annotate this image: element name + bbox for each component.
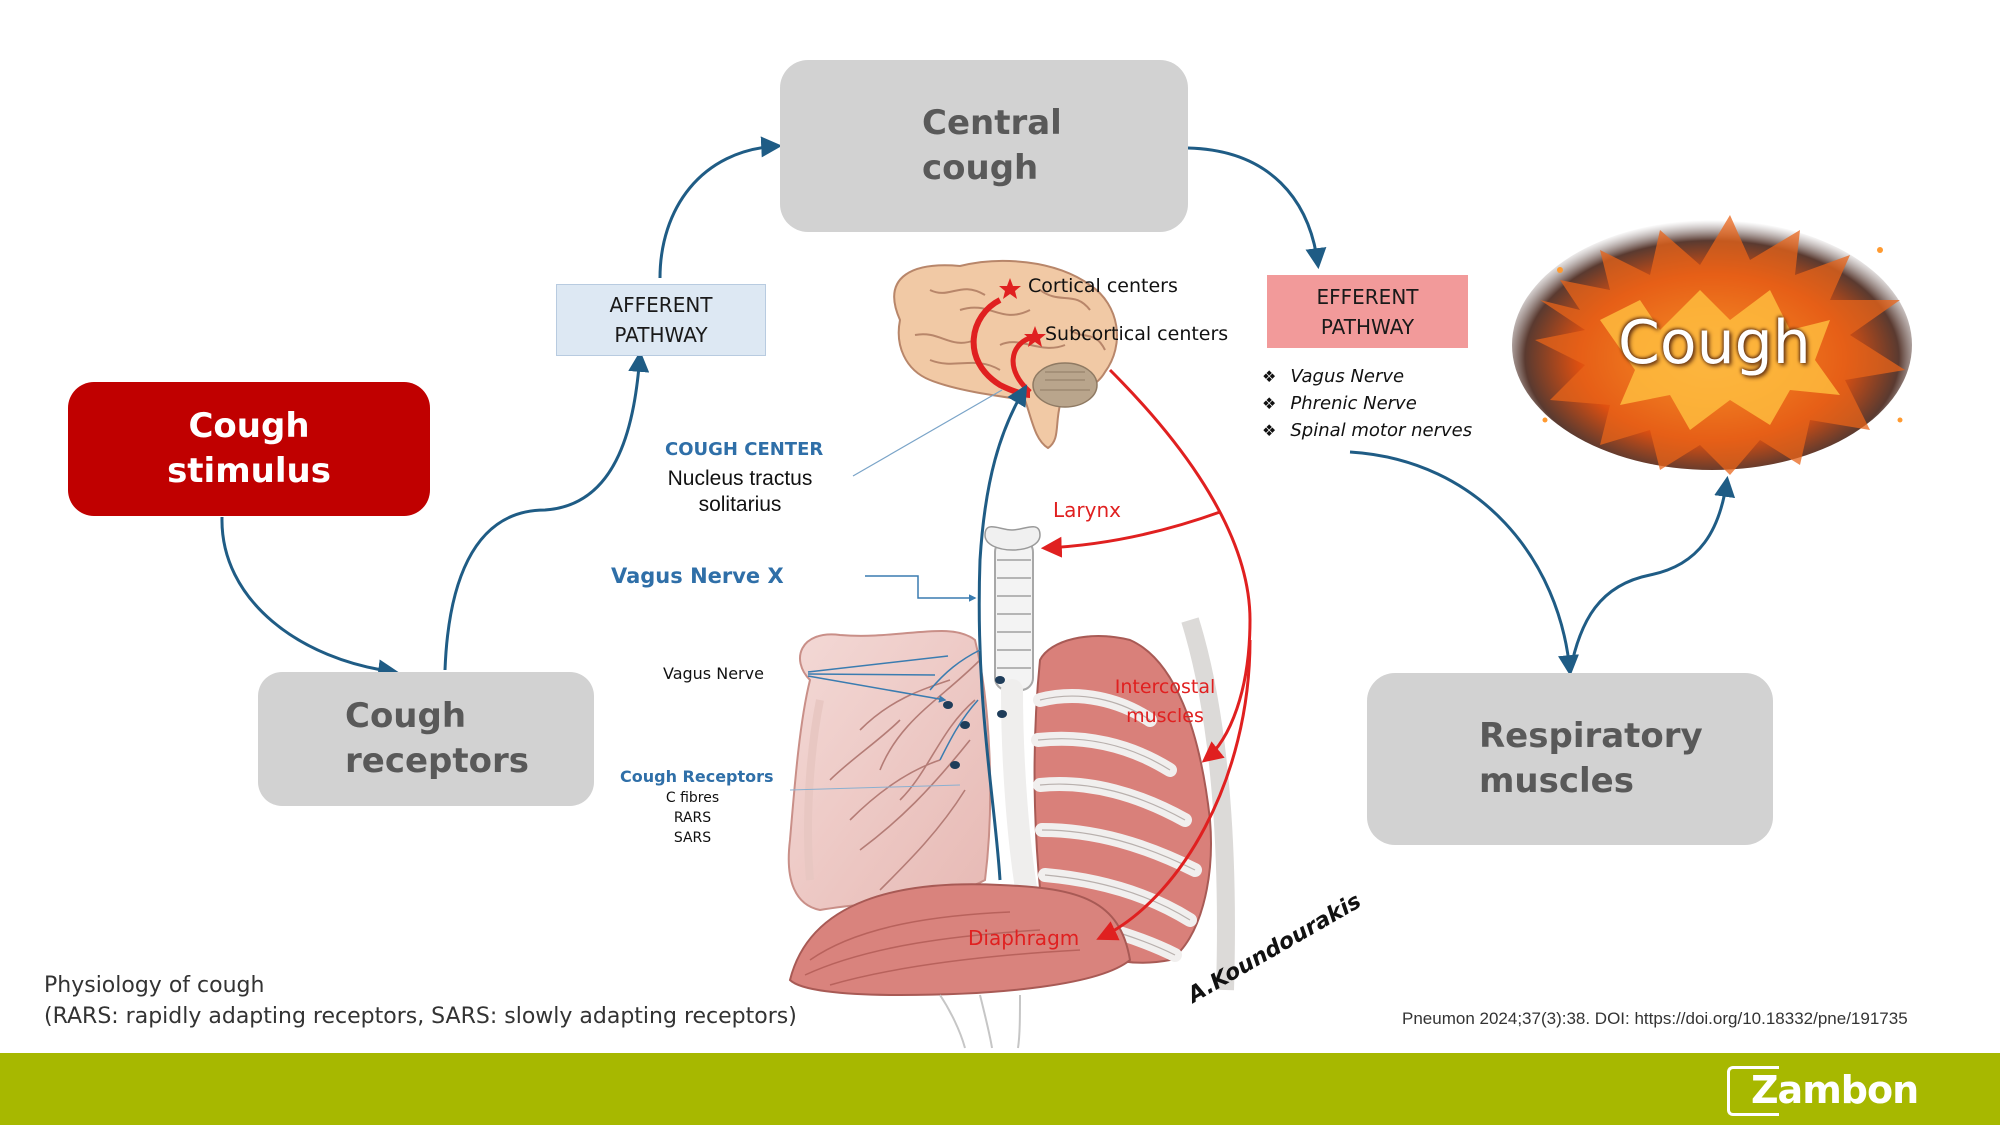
explosion-illustration <box>1512 215 1912 475</box>
figure-caption: Physiology of cough (RARS: rapidly adapt… <box>44 970 797 1032</box>
arrow-central-to-efferent <box>1187 146 1327 270</box>
vagus-nerve-label: Vagus Nerve <box>663 664 764 683</box>
arrow-stimulus-to-receptors <box>220 516 400 681</box>
vagus-nerve-x-label: Vagus Nerve X <box>611 564 784 588</box>
efferent-nerve-list: ❖Vagus Nerve ❖Phrenic Nerve ❖Spinal moto… <box>1262 366 1473 441</box>
larynx-label: Larynx <box>1053 498 1121 522</box>
cough-explosion-label: Cough <box>1618 308 1811 378</box>
citation: Pneumon 2024;37(3):38. DOI: https://doi.… <box>1402 1009 1908 1028</box>
cortical-centers-label: Cortical centers <box>1028 275 1178 297</box>
central-cough-label: Central cough <box>922 103 1062 188</box>
caption-title: Physiology of cough <box>44 973 265 998</box>
efferent-nerve-3: Spinal motor nerves <box>1290 420 1473 441</box>
cough-stimulus-box: Cough stimulus <box>68 382 430 516</box>
zambon-logo: Zambon <box>1727 1066 1919 1116</box>
receptor-type-2: RARS <box>673 810 712 826</box>
larynx-red-nerve <box>1040 510 1221 558</box>
diaphragm-label: Diaphragm <box>968 926 1080 950</box>
zambon-logo-frame <box>1727 1066 1779 1116</box>
respiratory-muscles-label: Respiratory muscles <box>1479 716 1703 801</box>
subcortical-centers-label: Subcortical centers <box>1045 323 1229 345</box>
arrow-muscles-to-cough <box>1568 475 1736 673</box>
afferent-pathway-box: AFFERENT PATHWAY <box>556 284 766 356</box>
efferent-pathway-box: EFFERENT PATHWAY <box>1267 275 1468 348</box>
respiratory-muscles-box: Respiratory muscles <box>1367 673 1773 845</box>
footer-bar <box>0 1053 2000 1125</box>
diaphragm-red-nerve <box>1096 639 1252 941</box>
cough-receptors-anatomy: Cough Receptors C fibres RARS SARS <box>620 766 774 848</box>
cough-stimulus-label: Cough stimulus <box>167 406 331 491</box>
arrow-efferent-to-muscles <box>1349 450 1579 677</box>
thorax-illustration <box>787 526 1235 1049</box>
arrow-receptors-to-afferent <box>443 350 650 671</box>
cough-receptors-title: Cough Receptors <box>620 767 774 786</box>
zambon-logo-text: Zambon <box>1751 1068 1919 1112</box>
efferent-red-nerve <box>1108 368 1252 763</box>
efferent-nerve-2: Phrenic Nerve <box>1290 393 1417 414</box>
cough-receptors-label: Cough receptors <box>345 696 529 781</box>
cough-center-subtitle: Nucleus tractus solitarius <box>667 467 813 516</box>
receptor-type-3: SARS <box>673 830 712 846</box>
cough-center-title: COUGH CENTER <box>665 439 824 460</box>
cough-receptors-box: Cough receptors <box>258 672 594 806</box>
efferent-nerve-1: Vagus Nerve <box>1290 366 1405 387</box>
vagus-nerve-line <box>977 384 1028 881</box>
arrow-afferent-to-central <box>658 136 783 279</box>
caption-abbreviations: (RARS: rapidly adapting receptors, SARS:… <box>44 1004 797 1029</box>
intercostal-muscles-label: Intercostal muscles <box>1114 676 1216 727</box>
central-cough-box: Central cough <box>780 60 1188 232</box>
receptor-type-1: C fibres <box>665 790 720 806</box>
